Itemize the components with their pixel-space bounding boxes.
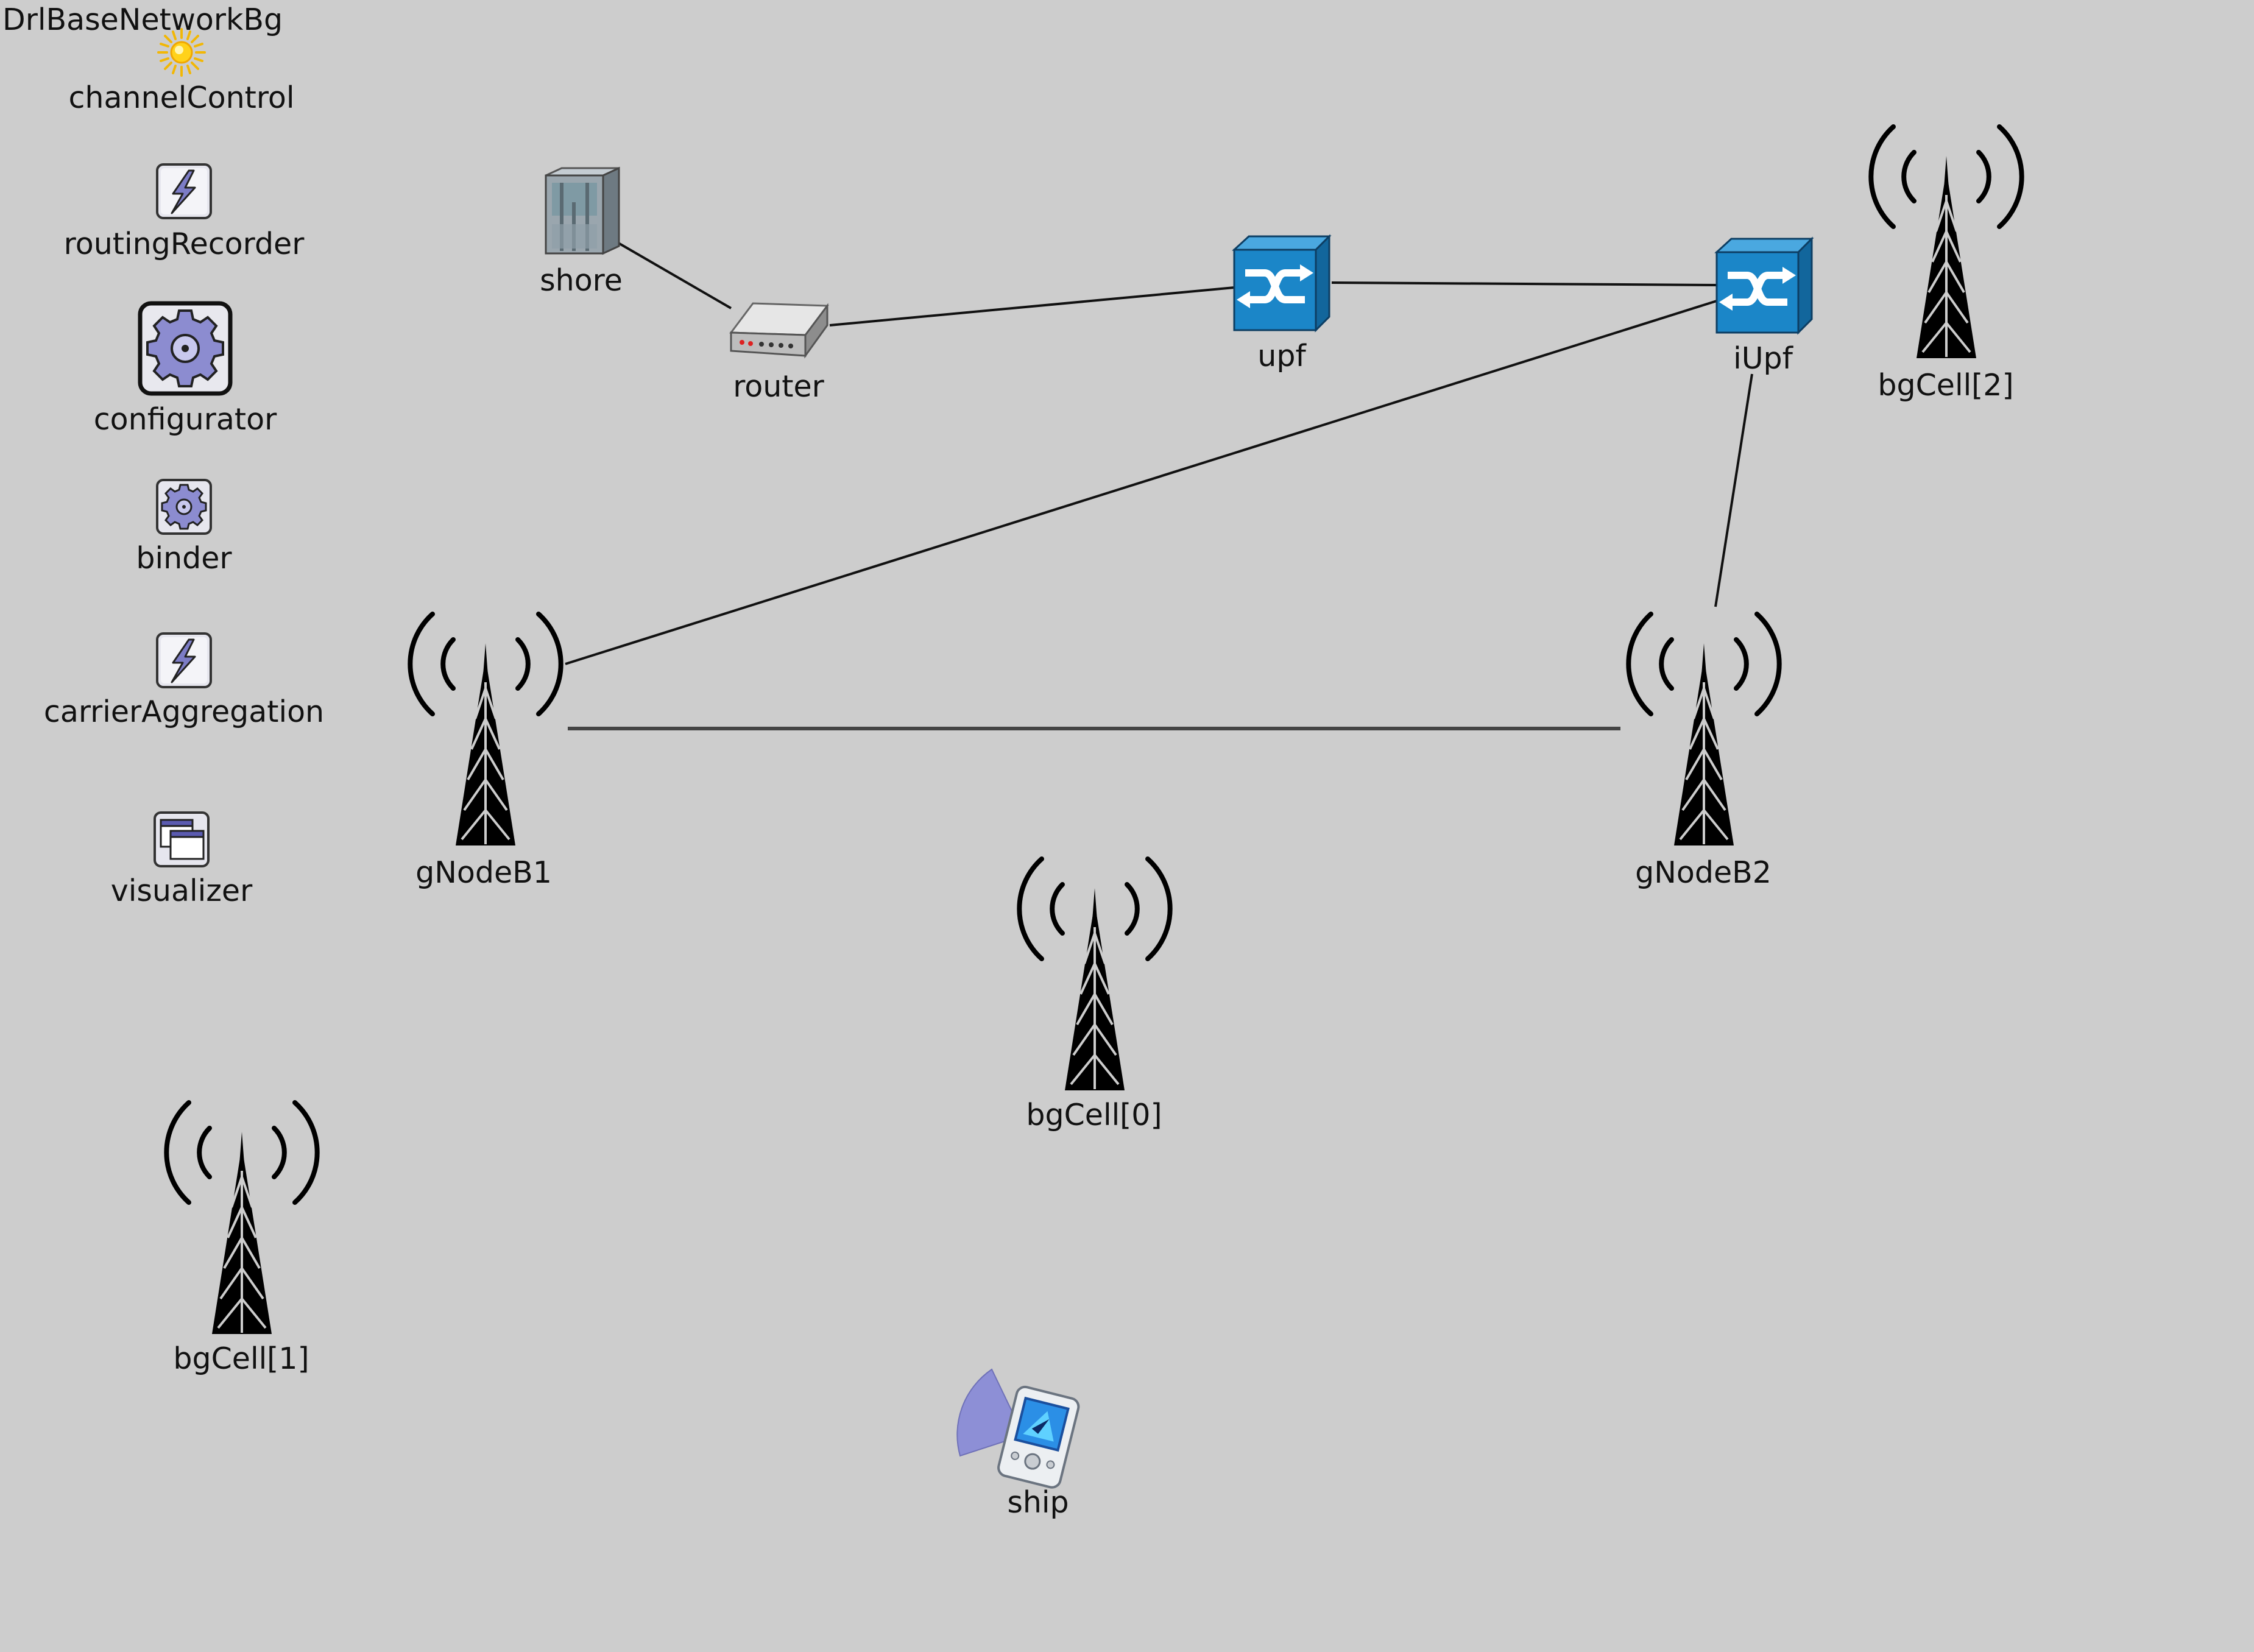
link-iupf-gnodeb1: [565, 300, 1717, 665]
antenna-tower-icon: [408, 612, 564, 845]
node-gnodeb1-label: gNodeB1: [415, 855, 552, 890]
switch-icon: [1232, 234, 1332, 333]
node-bgcell-2[interactable]: [1863, 116, 2030, 365]
node-bgcell-2-label: bgCell[2]: [1878, 368, 2014, 403]
link-upf-iupf: [1331, 281, 1717, 286]
node-gnodeb2[interactable]: [1620, 603, 1787, 853]
node-router[interactable]: [729, 297, 830, 361]
node-ship-label: ship: [1007, 1485, 1069, 1520]
node-upf-label: upf: [1257, 339, 1306, 373]
node-bgcell-1[interactable]: [158, 1092, 325, 1341]
lightning-icon: [156, 632, 212, 688]
antenna-tower-icon: [164, 1100, 320, 1334]
node-shore-label: shore: [540, 263, 623, 298]
node-upf[interactable]: [1232, 233, 1333, 334]
module-channel-control-label: channelControl: [68, 80, 295, 115]
node-bgcell-0[interactable]: [1011, 848, 1178, 1098]
node-shore[interactable]: [542, 166, 621, 257]
antenna-tower-icon: [1017, 856, 1173, 1090]
node-bgcell-0-label: bgCell[0]: [1026, 1098, 1162, 1132]
node-router-label: router: [733, 369, 824, 404]
windows-icon: [154, 811, 210, 867]
link-iupf-gnodeb2: [1714, 373, 1753, 607]
node-ship[interactable]: [956, 1367, 1088, 1489]
module-visualizer[interactable]: [152, 810, 211, 869]
module-configurator[interactable]: [138, 301, 233, 396]
module-carrier-aggregation-label: carrierAggregation: [43, 694, 325, 729]
module-visualizer-label: visualizer: [110, 874, 253, 908]
gear-icon: [156, 479, 212, 535]
node-gnodeb1[interactable]: [402, 603, 569, 853]
link-shore-router: [614, 240, 732, 309]
node-iupf-label: iUpf: [1733, 341, 1793, 376]
module-binder-label: binder: [136, 541, 232, 576]
antenna-tower-icon: [1868, 124, 2024, 358]
pda-icon: [956, 1368, 1080, 1489]
module-carrier-aggregation[interactable]: [155, 631, 213, 690]
node-bgcell-1-label: bgCell[1]: [173, 1341, 309, 1376]
module-routing-recorder-label: routingRecorder: [63, 227, 305, 261]
module-binder[interactable]: [155, 478, 213, 536]
gear-icon: [138, 301, 233, 396]
network-title: DrlBaseNetworkBg: [2, 2, 283, 37]
link-router-upf: [829, 286, 1235, 327]
node-iupf[interactable]: [1714, 235, 1815, 336]
sun-icon: [157, 28, 206, 77]
server-icon: [545, 166, 620, 255]
lightning-icon: [156, 163, 212, 219]
router-icon: [729, 302, 829, 359]
module-routing-recorder[interactable]: [155, 162, 213, 221]
switch-icon: [1714, 236, 1814, 335]
node-gnodeb2-label: gNodeB2: [1635, 855, 1772, 890]
antenna-tower-icon: [1626, 612, 1782, 845]
module-channel-control[interactable]: [156, 27, 207, 78]
module-configurator-label: configurator: [93, 402, 277, 437]
